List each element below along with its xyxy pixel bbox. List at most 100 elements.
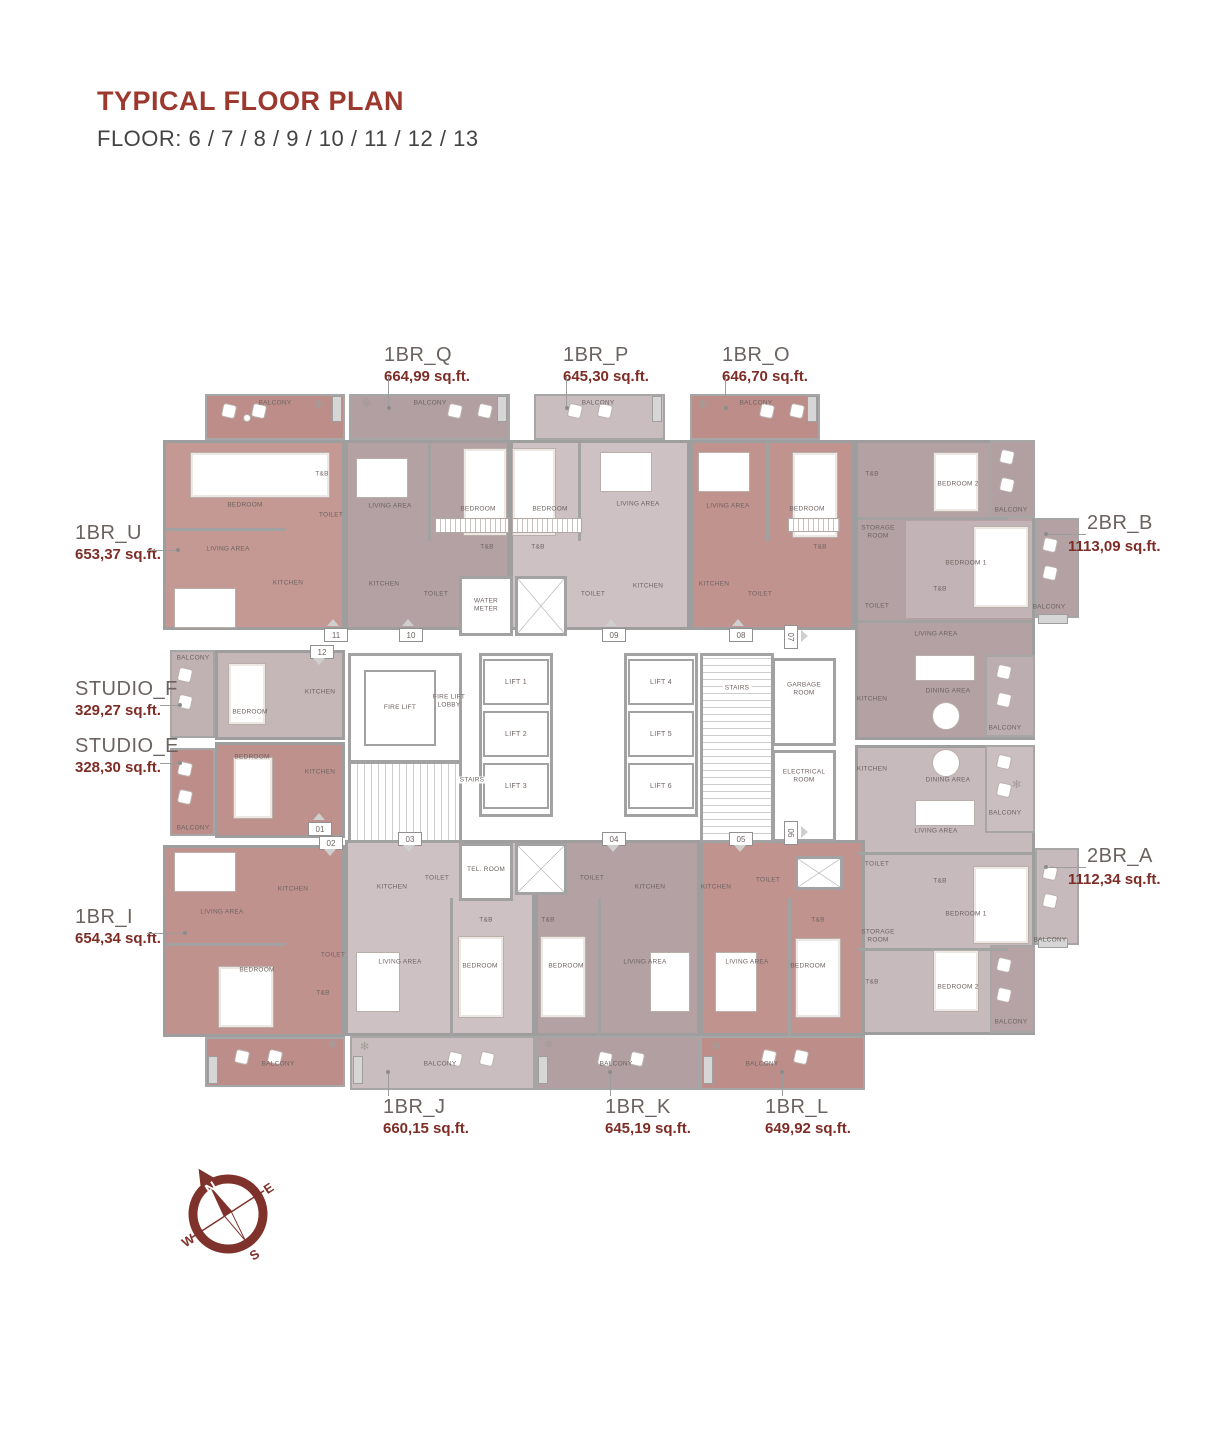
- furniture-bed: [540, 936, 586, 1018]
- room-label-kitchen: KITCHEN: [272, 579, 304, 587]
- furniture-bed: [795, 938, 841, 1018]
- room-label-living-area: LIVING AREA: [200, 908, 244, 916]
- compass-needle-north: [209, 1185, 233, 1217]
- room-label-bedroom: BEDROOM: [548, 962, 584, 970]
- leader-dot: [780, 1070, 784, 1074]
- room-label-storage: STORAGE ROOM: [861, 928, 895, 944]
- floor-list: FLOOR: 6 / 7 / 8 / 9 / 10 / 11 / 12 / 13: [97, 126, 479, 151]
- room-label-toilet: TOILET: [579, 874, 605, 882]
- plant-icon: ✻: [314, 399, 324, 411]
- furniture-chair: [176, 666, 194, 684]
- room-label-toilet: TOILET: [864, 602, 890, 610]
- furniture-chair: [233, 1048, 251, 1066]
- callout-1br-l-area: 649,92 sq.ft.: [765, 1120, 851, 1137]
- badge-arrow: [313, 813, 325, 820]
- callout-1br-j-name: 1BR_J: [383, 1096, 446, 1118]
- leader-line: [1048, 867, 1086, 868]
- callout-1br-k-name: 1BR_K: [605, 1096, 671, 1118]
- furniture-sofa: [915, 800, 975, 826]
- unit-badge-02: 02: [319, 836, 343, 850]
- wall: [788, 898, 791, 1036]
- plant-icon: ✻: [712, 1041, 722, 1053]
- room-label-balcony: BALCONY: [739, 399, 773, 407]
- room-label-fire-lift-lobby: FIRE LIFT LOBBY: [432, 693, 466, 709]
- furniture-chair: [995, 986, 1013, 1004]
- furniture-chair: [176, 788, 194, 806]
- leader-line: [160, 705, 180, 706]
- furniture-bed: [973, 526, 1029, 608]
- furniture-sofa: [698, 452, 750, 492]
- room-label-balcony: BALCONY: [176, 824, 210, 832]
- room-label-living-area: LIVING AREA: [914, 827, 958, 835]
- room-label-kitchen: KITCHEN: [632, 582, 664, 590]
- callout-1br-u-area: 653,37 sq.ft.: [75, 546, 161, 563]
- furniture-chair: [995, 663, 1013, 681]
- room-label-storage: STORAGE ROOM: [861, 524, 895, 540]
- badge-arrow: [734, 845, 746, 852]
- callout-studio-f-area: 329,27 sq.ft.: [75, 702, 161, 719]
- furniture-bed: [228, 663, 266, 725]
- leader-dot: [178, 703, 182, 707]
- room-label-bedroom: BEDROOM: [232, 708, 268, 716]
- room-label-bedroom: BEDROOM: [460, 505, 496, 513]
- window-stub: [497, 396, 507, 422]
- room-label-kitchen: KITCHEN: [376, 883, 408, 891]
- furniture-chair: [998, 448, 1016, 466]
- window-stub: [1038, 938, 1068, 948]
- furniture-sofa: [715, 952, 757, 1012]
- furniture-chair: [998, 476, 1016, 494]
- plant-icon: ✻: [698, 399, 708, 411]
- badge-arrow: [402, 619, 414, 626]
- furniture-chair: [995, 956, 1013, 974]
- furniture-bed: [933, 452, 979, 512]
- compass-label-e: E: [261, 1179, 277, 1196]
- plant-icon: ✻: [360, 1041, 370, 1053]
- leader-line: [725, 376, 726, 408]
- room-label-toilet: TOILET: [423, 590, 449, 598]
- furniture-chair: [792, 1048, 810, 1066]
- furniture-sofa: [356, 952, 400, 1012]
- unit-badge-05: 05: [729, 832, 753, 846]
- room-label-kitchen: KITCHEN: [634, 883, 666, 891]
- wall: [166, 528, 286, 531]
- fire-lift-label: FIRE LIFT: [383, 703, 417, 711]
- callout-2br-a-area: 1112,34 sq.ft.: [1068, 871, 1161, 888]
- lift-4: LIFT 4: [628, 659, 694, 705]
- unit-badge-10: 10: [399, 628, 423, 642]
- room-label-tb: T&B: [865, 978, 879, 986]
- room-label-balcony: BALCONY: [258, 399, 292, 407]
- room-label-water-meter: WATER METER: [474, 597, 498, 613]
- unit-badge-01: 01: [308, 822, 332, 836]
- callout-studio-e-area: 328,30 sq.ft.: [75, 759, 161, 776]
- wall: [598, 898, 601, 1036]
- wall: [858, 948, 1008, 951]
- room-label-bedroom1: BEDROOM 1: [945, 910, 987, 918]
- furniture-bed: [190, 452, 330, 498]
- compass-label-s: S: [247, 1246, 263, 1263]
- callout-1br-o-name: 1BR_O: [722, 344, 791, 366]
- balcony-studio-f: [170, 650, 215, 738]
- furniture-sofa: [650, 952, 690, 1012]
- furniture-bed: [973, 866, 1029, 944]
- room-label-bedroom: BEDROOM: [532, 505, 568, 513]
- stairs-right: [700, 653, 774, 843]
- leader-line: [566, 376, 567, 408]
- lift-3: LIFT 3: [483, 763, 549, 809]
- room-label-living-area: LIVING AREA: [616, 500, 660, 508]
- leader-line: [610, 1072, 611, 1096]
- garbage-room: [772, 658, 836, 746]
- window-stub: [703, 1056, 713, 1084]
- room-label-tb: T&B: [541, 916, 555, 924]
- callout-1br-q-name: 1BR_Q: [384, 344, 453, 366]
- room-label-balcony: BALCONY: [261, 1060, 295, 1068]
- badge-arrow: [403, 845, 415, 852]
- room-label-bedroom: BEDROOM: [227, 501, 263, 509]
- badge-arrow: [732, 619, 744, 626]
- wall: [766, 443, 769, 541]
- callout-1br-i-area: 654,34 sq.ft.: [75, 930, 161, 947]
- room-label-balcony: BALCONY: [1033, 936, 1067, 944]
- leader-dot: [176, 548, 180, 552]
- room-label-balcony: BALCONY: [745, 1060, 779, 1068]
- furniture-chair: [1041, 536, 1059, 554]
- room-label-balcony: BALCONY: [423, 1060, 457, 1068]
